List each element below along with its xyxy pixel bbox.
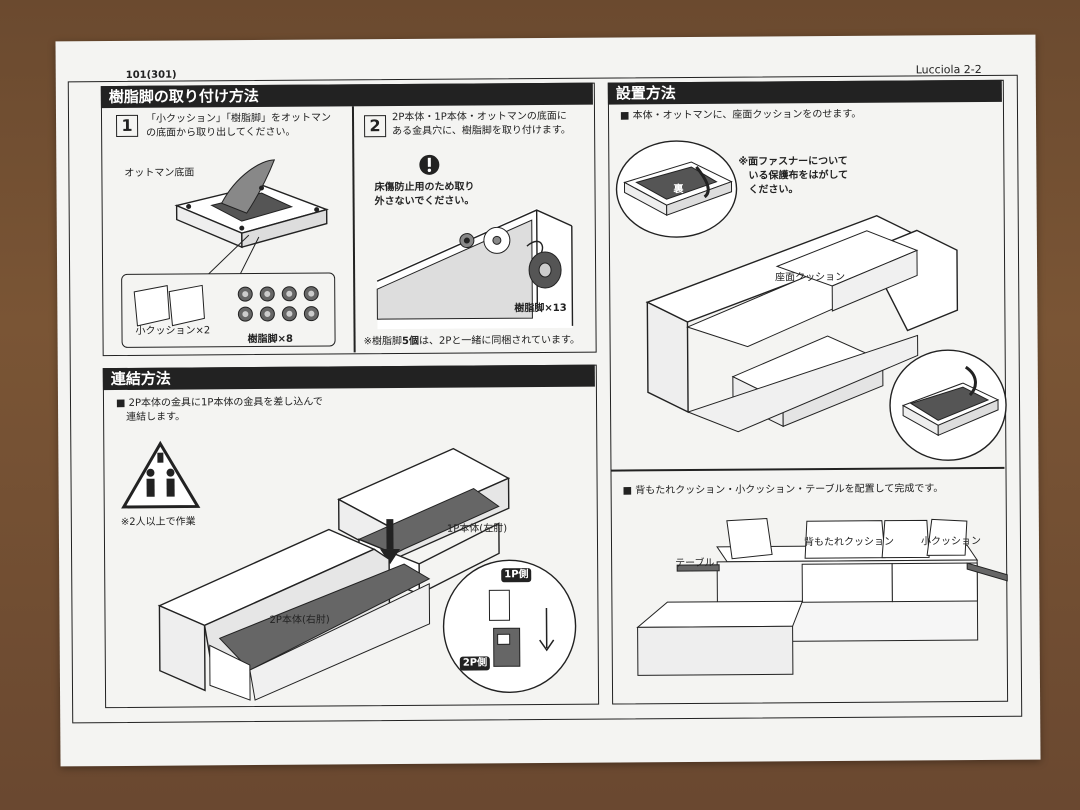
- small-cushion-icons: [133, 284, 205, 327]
- ottoman-illustration: [174, 159, 329, 281]
- resin-feet-icons: [237, 286, 319, 322]
- setup-text-step1: ■ 本体・オットマンに、座面クッションをのせます。: [619, 108, 862, 122]
- foot-attach-illustration: [376, 208, 574, 330]
- label-1p-body: 1P本体(左肘): [446, 523, 508, 535]
- small-cushion-count: 小クッション×2: [135, 325, 211, 337]
- setup-title: 設置方法: [607, 79, 1002, 105]
- label-2p-side: 2P側: [459, 656, 491, 671]
- step2-text-line2: ある金具穴に、樹脂脚を取り付けます。: [392, 124, 571, 138]
- back-mark-top: 裏: [673, 184, 684, 196]
- resin-feet-note: ※樹脂脚5個は、2Pと一緒に同梱されています。: [363, 334, 581, 348]
- label-2p-body: 2P本体(右肘): [269, 614, 330, 626]
- step2-number: 2: [364, 115, 387, 138]
- step2-text-line1: 2P本体・1P本体・オットマンの底面に: [391, 110, 567, 124]
- step1-text-line2: の底面から取り出してください。: [146, 126, 296, 139]
- back-cushion-label: 背もたれクッション: [803, 536, 895, 549]
- resin-feet-count: 樹脂脚×8: [247, 333, 293, 346]
- two-person-warning-icon: [121, 440, 201, 509]
- step1-text-line1: 「小クッション」「樹脂脚」をオットマン: [145, 112, 332, 125]
- instruction-sheet: 101(301) Lucciola 2-2 樹脂脚の取り付け方法 1 「小クッシ…: [55, 34, 1041, 767]
- connect-title: 連結方法: [102, 364, 595, 391]
- seat-cushion-label: 座面クッション: [775, 271, 846, 284]
- resin-feet-13-label: 樹脂脚×13: [514, 302, 567, 315]
- sofa-connect-illustration: [157, 447, 511, 701]
- resin-feet-title: 樹脂脚の取り付け方法: [100, 82, 593, 109]
- step1-number: 1: [115, 114, 139, 138]
- sofa-seat-illustration: [615, 140, 1007, 461]
- setup-text-step2: ■ 背もたれクッション・小クッション・テーブルを配置して完成です。: [622, 483, 944, 497]
- label-1p-side: 1P側: [501, 568, 532, 583]
- warning-icon: [419, 154, 440, 175]
- back-mark-bottom: 裏: [952, 374, 963, 386]
- table-label: テーブル: [675, 557, 715, 570]
- finished-sofa-illustration: [636, 517, 1008, 676]
- small-cushion-setup-label: 小クッション: [920, 535, 982, 548]
